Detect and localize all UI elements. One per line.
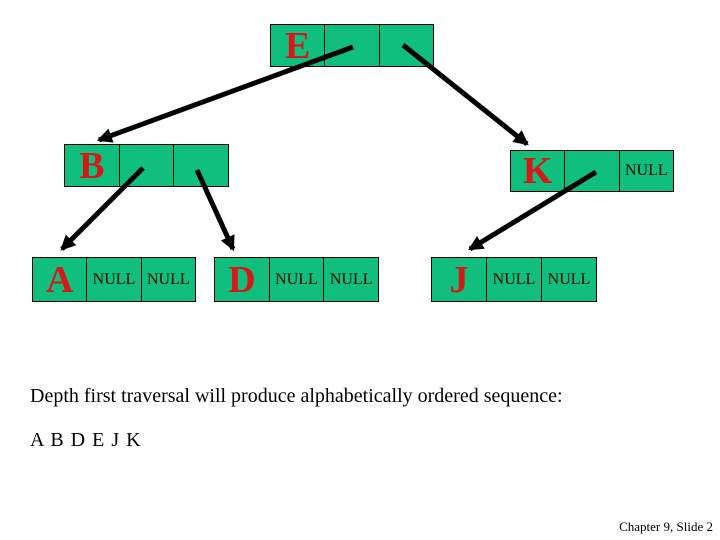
- node-right-pointer-cell: NULL: [541, 258, 596, 301]
- node-right-pointer-cell: NULL: [323, 258, 378, 301]
- tree-node-B: B: [64, 144, 229, 187]
- node-right-pointer-cell: NULL: [618, 151, 673, 191]
- node-key-label: A: [45, 258, 74, 301]
- tree-node-D: D NULL NULL: [214, 257, 379, 302]
- node-left-pointer-cell: [564, 151, 618, 191]
- node-right-pointer-cell: [378, 25, 433, 66]
- tree-node-E: E: [270, 24, 434, 67]
- slide-footer-text: Chapter 9, Slide 2: [619, 519, 713, 534]
- node-right-pointer-cell: NULL: [140, 258, 195, 301]
- node-left-pointer-cell: [118, 145, 174, 186]
- node-key-label: K: [522, 150, 553, 192]
- caption-text: Depth first traversal will produce alpha…: [30, 385, 563, 407]
- node-left-pointer-cell: [324, 25, 378, 66]
- tree-node-J: J NULL NULL: [431, 257, 597, 302]
- node-key-label: E: [284, 24, 311, 67]
- node-key-label: D: [228, 258, 256, 301]
- tree-node-A: A NULL NULL: [32, 257, 196, 302]
- node-right-pointer-cell: [173, 145, 228, 186]
- tree-node-K: K NULL: [510, 150, 674, 192]
- node-left-pointer-cell: NULL: [486, 258, 541, 301]
- traversal-sequence-text: A B D E J K: [30, 429, 142, 451]
- node-left-pointer-cell: NULL: [86, 258, 140, 301]
- node-key-label: J: [449, 258, 469, 301]
- node-key-label: B: [79, 144, 105, 187]
- node-left-pointer-cell: NULL: [268, 258, 324, 301]
